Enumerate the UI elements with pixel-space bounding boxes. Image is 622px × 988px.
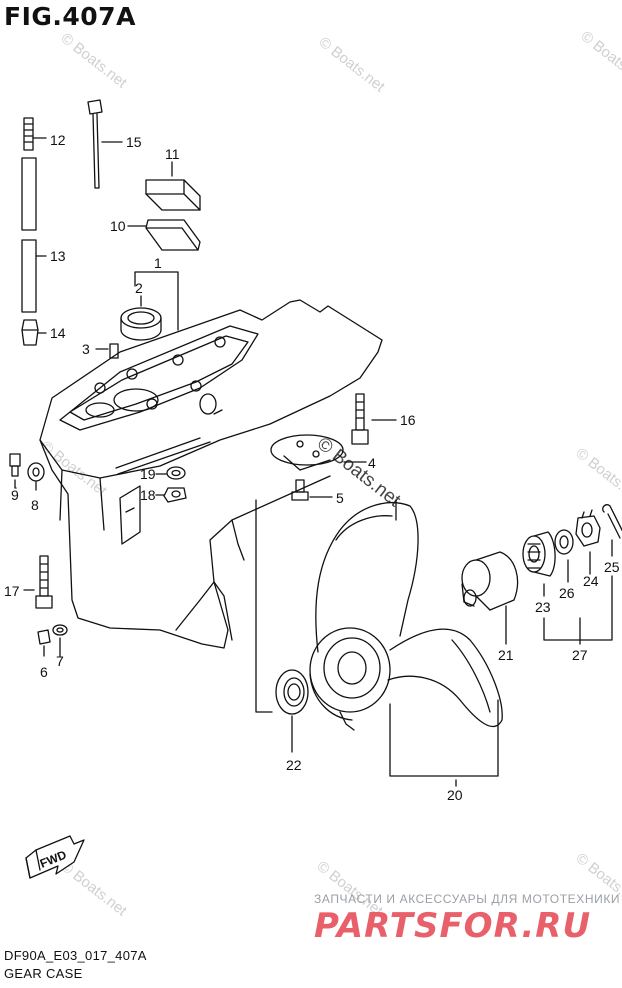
- figure-title: FIG.407A: [4, 2, 136, 31]
- part-6-bolt: [37, 629, 51, 657]
- callout-24: 24: [583, 573, 599, 589]
- callout-23: 23: [535, 599, 551, 615]
- bracket-1: [134, 271, 179, 331]
- callout-13: 13: [50, 248, 66, 264]
- fwd-direction-badge: FWD: [25, 835, 85, 879]
- callout-17: 17: [4, 583, 20, 599]
- part-23-spacer: [522, 531, 556, 577]
- callout-6: 6: [40, 664, 48, 680]
- part-24-castle-nut: [575, 509, 601, 547]
- callout-25: 25: [604, 559, 620, 575]
- callout-15: 15: [126, 134, 142, 150]
- part-17-bolt: [23, 555, 53, 609]
- part-4-anode: [270, 434, 367, 471]
- part-18-nut: [155, 487, 187, 503]
- watermark-text: © Boats.net: [573, 445, 622, 507]
- part-25-cotter-pin: [602, 504, 622, 539]
- part-26-washer: [554, 529, 574, 555]
- callout-11: 11: [165, 146, 180, 162]
- part-14-grommet: [21, 319, 47, 346]
- callout-21: 21: [498, 647, 514, 663]
- callout-5: 5: [336, 490, 344, 506]
- callout-10: 10: [110, 218, 126, 234]
- callout-12: 12: [50, 132, 66, 148]
- watermark-layer: © Boats.net © Boats.net © Boats.net © Bo…: [38, 28, 622, 920]
- part-13-rod: [21, 157, 47, 313]
- gear-case-housing: [39, 299, 383, 649]
- brand-logo: PARTSFOR.RU: [314, 906, 592, 946]
- part-8-washer: [27, 462, 45, 491]
- part-21-thrust-bushing: [461, 551, 519, 611]
- callout-22: 22: [286, 757, 302, 773]
- ru-tagline: ЗАПЧАСТИ И АКСЕССУАРЫ ДЛЯ МОТОТЕХНИКИ: [314, 892, 621, 906]
- model-code: DF90A_E03_017_407A: [4, 948, 147, 963]
- callout-19: 19: [140, 466, 156, 482]
- watermark-text: © Boats.net: [313, 433, 405, 511]
- callout-9: 9: [11, 487, 19, 503]
- callout-20: 20: [447, 787, 463, 803]
- part-9-bolt: [9, 453, 21, 489]
- watermark-text: © Boats.net: [58, 858, 131, 920]
- callout-labels: 1 2 3 4 5 6 7 8 9 10 11 12 13 14 15 16 1…: [4, 132, 620, 803]
- leader-lines: [15, 487, 613, 787]
- part-22-seal: [275, 669, 309, 715]
- callout-3: 3: [82, 341, 90, 357]
- watermark-text: © Boats.net: [316, 34, 389, 96]
- callout-8: 8: [31, 497, 39, 513]
- part-15-cable-tie: [87, 99, 123, 189]
- callout-16: 16: [400, 412, 416, 428]
- part-7-washer: [52, 624, 68, 657]
- part-2-bearing: [120, 295, 162, 341]
- part-12-plug: [23, 117, 47, 151]
- callout-27: 27: [572, 647, 588, 663]
- watermark-text: © Boats.net: [58, 30, 131, 92]
- callout-18: 18: [140, 487, 156, 503]
- callout-1: 1: [154, 255, 162, 271]
- watermark-text: © Boats.net: [578, 28, 622, 90]
- callout-7: 7: [56, 653, 64, 669]
- part-16-bolt: [351, 393, 397, 445]
- part-10-shim-plate: [127, 219, 201, 251]
- watermark-text: © Boats.net: [38, 438, 111, 500]
- part-3-dowel-pin: [95, 343, 119, 359]
- part-5-bolt: [291, 479, 333, 501]
- callout-4: 4: [368, 455, 376, 471]
- part-20-propeller: [309, 502, 503, 731]
- callout-2: 2: [135, 280, 143, 296]
- part-19-washer: [155, 466, 186, 480]
- part-11-shim-block: [145, 161, 201, 211]
- callout-26: 26: [559, 585, 575, 601]
- figure-caption: GEAR CASE: [4, 966, 83, 981]
- callout-14: 14: [50, 325, 66, 341]
